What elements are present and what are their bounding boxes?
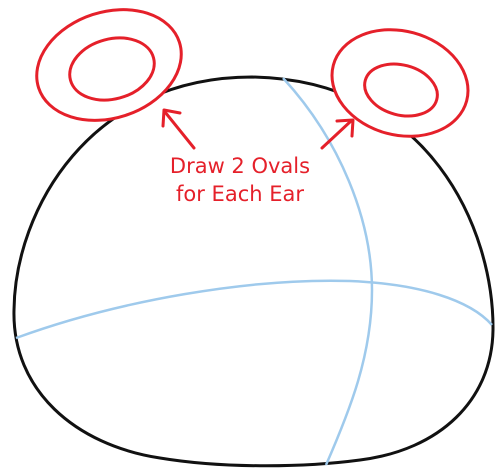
head-outline [12, 75, 495, 468]
left-ear-outer-oval [35, 8, 183, 122]
right-ear-inner-oval [363, 62, 439, 118]
instruction-line-1: Draw 2 Ovals [169, 154, 311, 178]
arrow-right-icon [320, 118, 355, 150]
instruction-line-2: for Each Ear [176, 182, 304, 206]
vertical-guide-line [282, 77, 374, 466]
instruction-caption: Draw 2 Ovals for Each Ear [140, 152, 340, 208]
left-ear-inner-oval [68, 36, 156, 102]
right-ear-outer-oval [330, 28, 470, 138]
arrow-left-icon [161, 108, 196, 150]
horizontal-guide-line [15, 279, 493, 340]
